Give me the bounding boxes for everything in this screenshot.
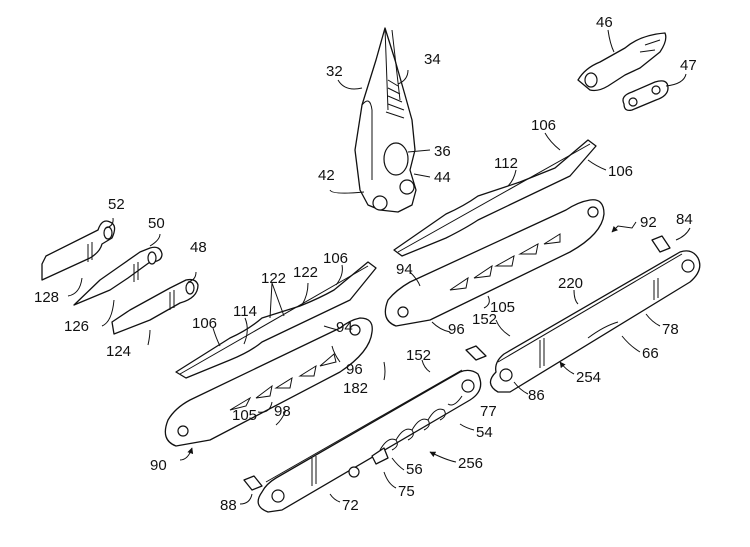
ref-152-center: 152	[406, 347, 431, 364]
spacer-bar-right	[393, 139, 597, 257]
ref-126: 126	[64, 318, 89, 335]
ref-84: 84	[676, 211, 693, 228]
ref-56: 56	[406, 461, 423, 478]
ref-46: 46	[596, 14, 613, 31]
blade-48	[111, 278, 199, 335]
ref-50: 50	[148, 215, 165, 232]
ref-106-left-upper: 106	[323, 250, 348, 267]
handle-assembly-256	[243, 369, 482, 513]
reference-numerals: 32 34 36 42 44 46 47 52 50 48 128 126 12…	[34, 14, 697, 514]
ref-254: 254	[576, 369, 601, 386]
ref-77: 77	[480, 403, 497, 420]
ref-32: 32	[326, 63, 343, 80]
ref-90: 90	[150, 457, 167, 474]
link-plate	[622, 80, 669, 112]
ref-34: 34	[424, 51, 441, 68]
ref-86: 86	[528, 387, 545, 404]
ref-128: 128	[34, 289, 59, 306]
handle-92	[384, 199, 605, 327]
pivot-hole	[383, 142, 409, 176]
ref-94-left: 94	[336, 319, 353, 336]
ref-36: 36	[434, 143, 451, 160]
ref-106-right-lower: 106	[608, 163, 633, 180]
blade-52	[41, 220, 116, 281]
ref-124: 124	[106, 343, 131, 360]
ref-78: 78	[662, 321, 679, 338]
pliers-jaw-assembly	[354, 27, 417, 213]
ref-256: 256	[458, 455, 483, 472]
ref-48: 48	[190, 239, 207, 256]
ref-66: 66	[642, 345, 659, 362]
ref-106-right-upper: 106	[531, 117, 556, 134]
ref-105-left: 105	[232, 407, 257, 424]
ref-182: 182	[343, 380, 368, 397]
ref-75: 75	[398, 483, 415, 500]
ref-105-right: 105	[490, 299, 515, 316]
ref-42: 42	[318, 167, 335, 184]
ref-52: 52	[108, 196, 125, 213]
ref-96-right: 96	[448, 321, 465, 338]
ref-88: 88	[220, 497, 237, 514]
ref-47: 47	[680, 57, 697, 74]
ref-122-a: 122	[261, 270, 286, 287]
ref-96-left: 96	[346, 361, 363, 378]
ref-220: 220	[558, 275, 583, 292]
ref-54: 54	[476, 424, 493, 441]
handle-assembly-254	[465, 235, 701, 393]
ref-44: 44	[434, 169, 451, 186]
ref-106-left-lower: 106	[192, 315, 217, 332]
ref-98: 98	[274, 403, 291, 420]
ref-114: 114	[233, 303, 257, 320]
ref-152-right: 152	[472, 311, 497, 328]
ref-112: 112	[494, 155, 518, 172]
ref-122-b: 122	[293, 264, 318, 281]
ref-72: 72	[342, 497, 359, 514]
leader-lines	[67, 29, 691, 505]
screwdriver-tool	[577, 32, 667, 92]
blade-50	[73, 246, 163, 306]
handle-90	[164, 317, 373, 447]
ref-92: 92	[640, 214, 657, 231]
ref-94-right: 94	[396, 261, 413, 278]
